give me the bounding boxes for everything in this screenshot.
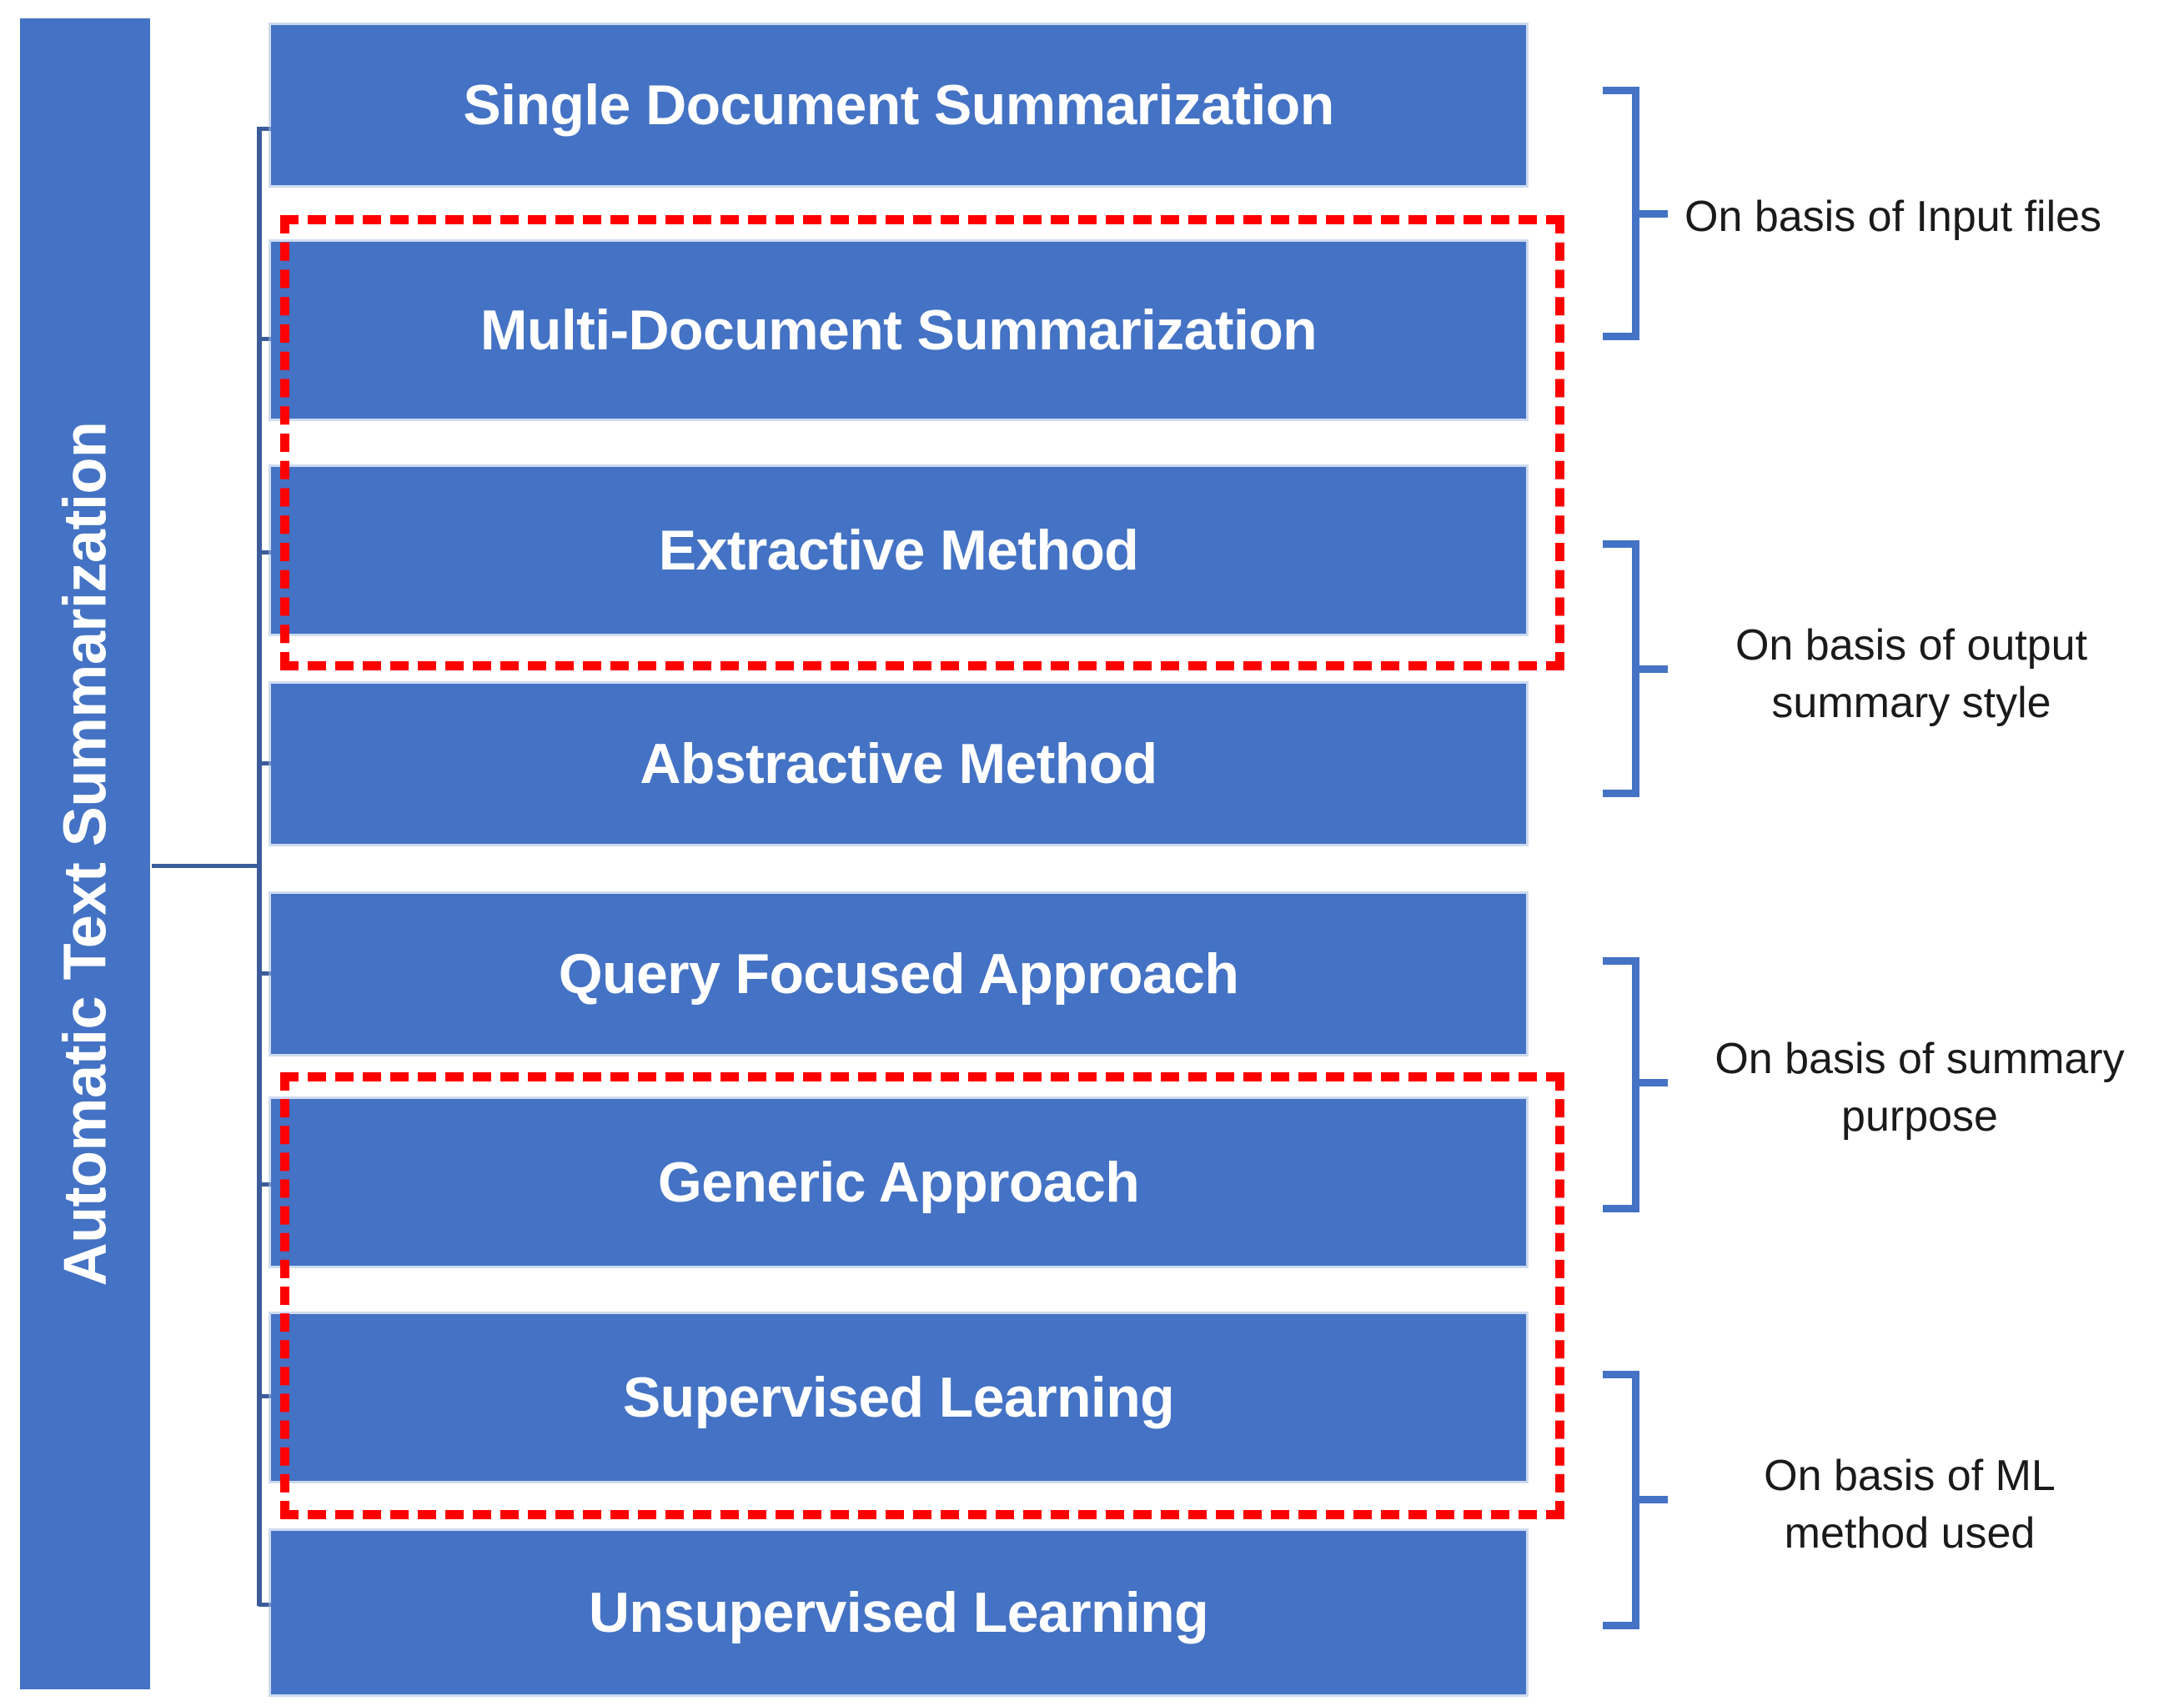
bracket-tick-ml-method-used — [1636, 1496, 1668, 1503]
node-box-multi-document-summarization[interactable]: Multi-Document Summarization — [271, 242, 1526, 419]
root-node-label: Automatic Text Summarization — [52, 421, 119, 1287]
node-label: Query Focused Approach — [558, 942, 1239, 1006]
bracket-tick-summary-purpose — [1636, 1079, 1668, 1086]
group-label-input-files: On basis of Input files — [1684, 193, 2102, 241]
node-box-query-focused-approach[interactable]: Query Focused Approach — [271, 894, 1526, 1054]
bracket-ml-method-used — [1603, 1371, 1639, 1629]
node-box-unsupervised-learning[interactable]: Unsupervised Learning — [271, 1531, 1526, 1694]
node-box-extractive-method[interactable]: Extractive Method — [271, 467, 1526, 634]
bracket-tick-input-files — [1636, 210, 1668, 218]
node-label: Multi-Document Summarization — [479, 299, 1318, 362]
bracket-output-summary-style — [1603, 540, 1639, 797]
node-label: Supervised Learning — [622, 1366, 1175, 1429]
node-label: Single Document Summarization — [463, 73, 1334, 137]
node-box-single-document-summarization[interactable]: Single Document Summarization — [271, 25, 1526, 185]
node-box-abstractive-method[interactable]: Abstractive Method — [271, 684, 1526, 844]
node-label: Extractive Method — [658, 519, 1139, 582]
node-label: Abstractive Method — [640, 732, 1157, 795]
node-label: Unsupervised Learning — [588, 1581, 1209, 1644]
node-box-supervised-learning[interactable]: Supervised Learning — [271, 1314, 1526, 1481]
bracket-input-files — [1603, 87, 1639, 340]
connector-root-link — [152, 864, 260, 868]
group-label-output-summary-style: On basis of output summary style — [1735, 621, 2088, 727]
node-box-generic-approach[interactable]: Generic Approach — [271, 1099, 1526, 1266]
bracket-tick-output-summary-style — [1636, 665, 1668, 673]
group-label-summary-purpose: On basis of summary purpose — [1715, 1035, 2125, 1141]
node-label: Generic Approach — [657, 1151, 1140, 1214]
bracket-summary-purpose — [1603, 957, 1639, 1212]
group-label-ml-method-used: On basis of ML method used — [1764, 1452, 2056, 1558]
root-node-automatic-text-summarization[interactable]: Automatic Text Summarization — [20, 18, 150, 1689]
